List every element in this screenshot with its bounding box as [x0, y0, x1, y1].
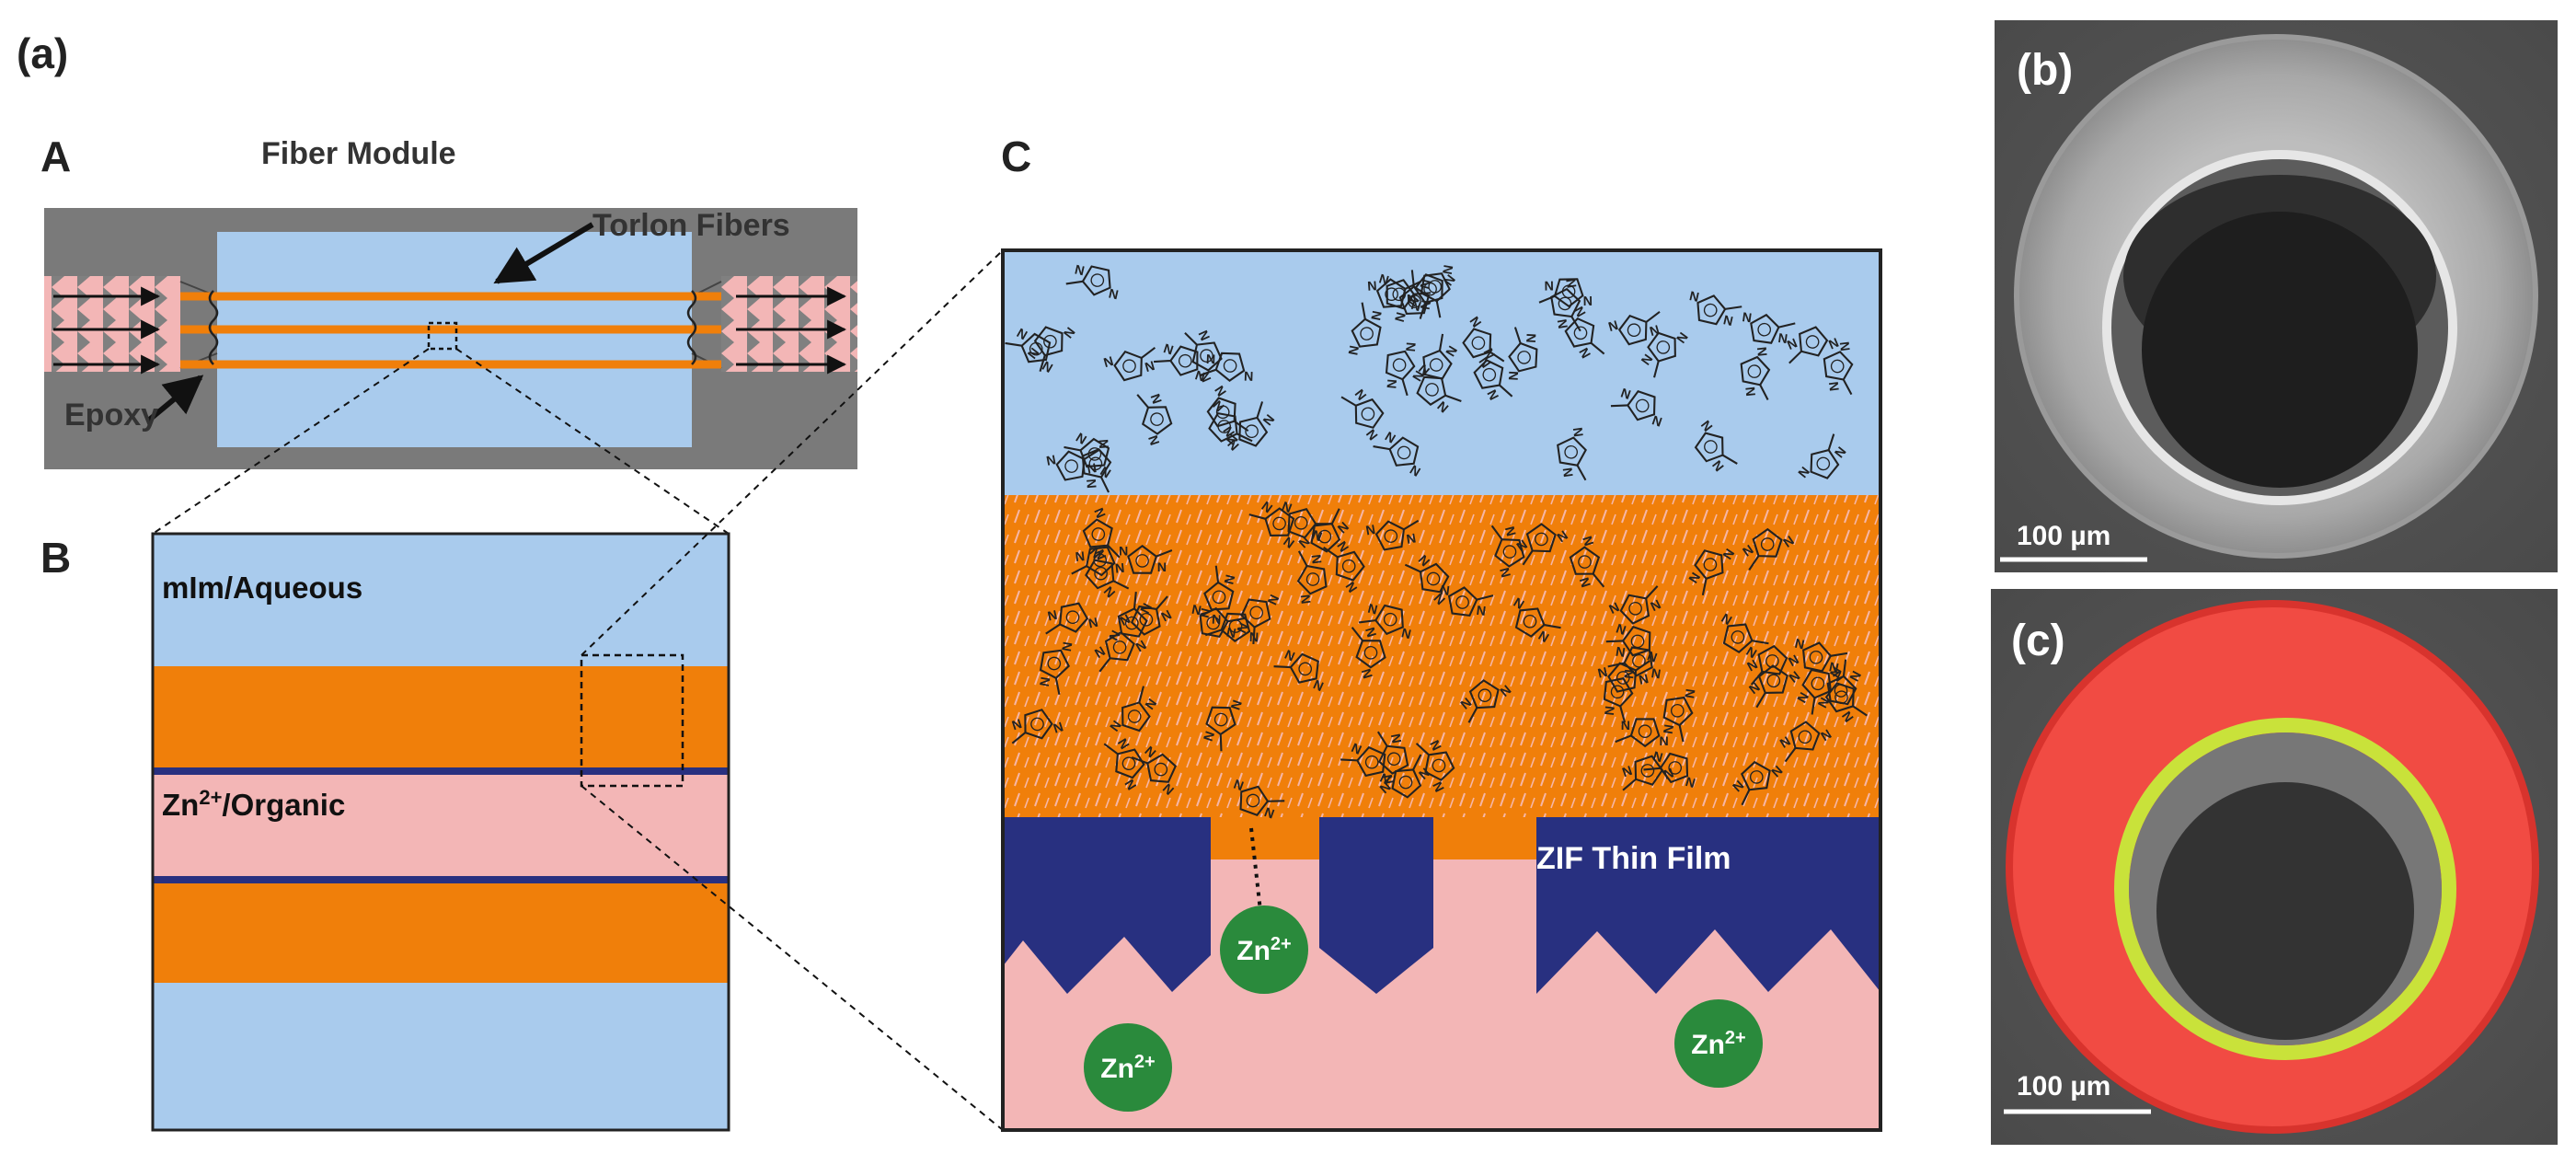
scale-label-c: 100 µm [2017, 1071, 2110, 1102]
layer-zif-bottom [153, 880, 729, 983]
label-panel-b-sem: (b) [2017, 46, 2073, 95]
epoxy-label: Epoxy [64, 398, 158, 433]
panel-b-layers: B mIm/Aqueous Zn2+/Organic [40, 532, 730, 1132]
micrograph-c: (c) 100 µm [1991, 589, 2558, 1145]
module-inlet [44, 276, 180, 372]
fibers-label: Torlon Fibers [592, 208, 790, 243]
module-title: Fiber Module [261, 136, 456, 171]
layer-organic [153, 771, 729, 880]
label-panel-b: B [40, 534, 71, 582]
module-shell [217, 232, 692, 447]
zoom-box-b [580, 653, 684, 788]
zif-ring-signal [2114, 718, 2456, 1060]
zinc-ion-3: Zn2+ [1674, 999, 1763, 1088]
zoom-box-a [427, 321, 458, 351]
svg-text:Zn2+: Zn2+ [1100, 1052, 1155, 1084]
fiber-block-1 [1003, 817, 1211, 994]
fiber-block-3 [1536, 817, 1880, 994]
zinc-ion-2: Zn2+ [1084, 1023, 1172, 1112]
panel-c-detail: C ZIF Thin Film Zn2+ Zn2+ Zn2+ [1001, 133, 1882, 1132]
label-panel-c-sem: (c) [2011, 617, 2065, 665]
svg-text:Zn2+: Zn2+ [1236, 934, 1291, 966]
zinc-ion-1: Zn2+ [1220, 905, 1308, 994]
fiber-pointer-arrow [493, 222, 594, 284]
label-panel-c: C [1001, 133, 1031, 180]
svg-text:Zn2+: Zn2+ [1691, 1028, 1745, 1060]
aqueous-label: mIm/Aqueous [162, 571, 362, 605]
label-panel-a: A [40, 133, 71, 180]
module-outlet [721, 276, 857, 372]
panel-a-fiber-module: A Fiber Module Torlon Fibers Epoxy [40, 133, 857, 469]
organic-label: Zn2+/Organic [162, 786, 345, 823]
label-main-panel: (a) [17, 29, 68, 77]
layer-zif-top [153, 666, 729, 771]
scale-label-b: 100 µm [2017, 521, 2110, 551]
zif-film-label: ZIF Thin Film [1536, 841, 1731, 876]
micrograph-b: (b) 100 µm [1995, 20, 2558, 572]
epoxy-pointer-arrow [145, 375, 204, 424]
fiber-block-2 [1319, 817, 1433, 994]
